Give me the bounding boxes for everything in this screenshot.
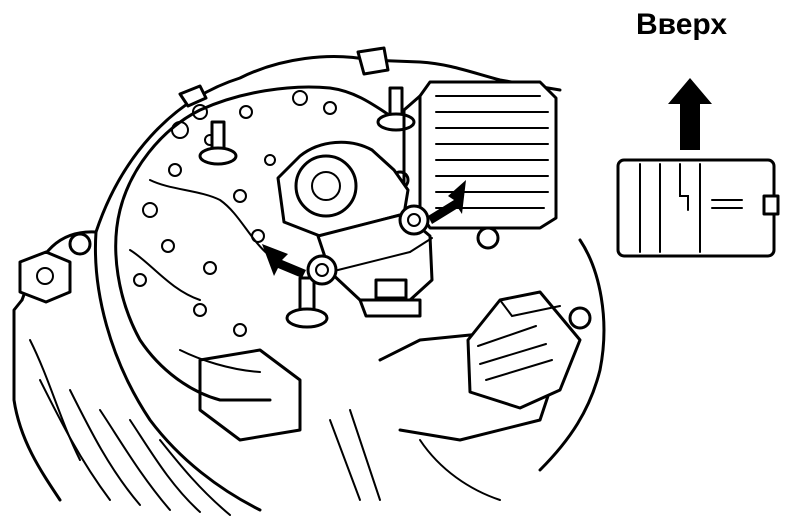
connector-plug [466,290,582,410]
stud-top-right [376,86,416,132]
hex-nut-left [18,250,72,304]
brush-holder [276,140,434,318]
up-direction-label: Вверх [636,8,728,41]
stud-bottom [285,276,329,329]
screw-right [398,204,430,236]
regulator-heat-sink [402,80,558,232]
up-arrow-icon [668,78,712,150]
stud-top-left [198,120,238,166]
connector-orientation-icon [616,158,780,258]
orientation-inset [616,78,780,258]
screw-left [306,254,338,286]
pointer-arrow-icon [262,180,466,278]
